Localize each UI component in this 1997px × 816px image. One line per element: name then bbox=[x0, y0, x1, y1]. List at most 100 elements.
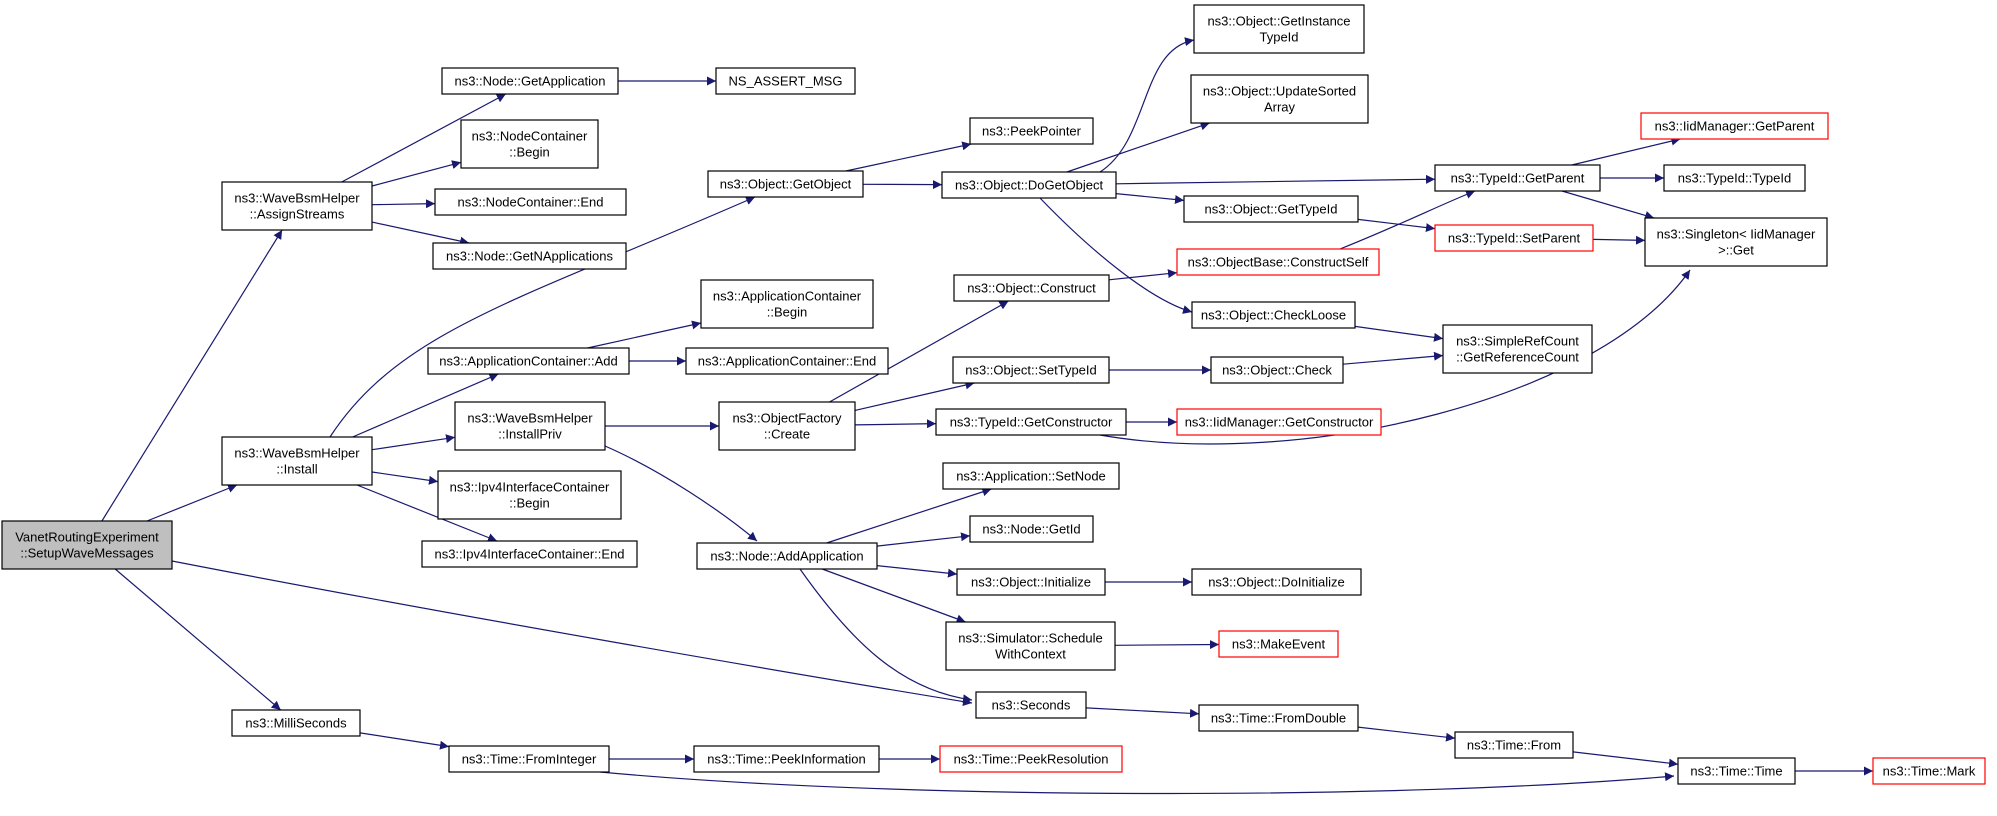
graph-node-objGetObject[interactable]: ns3::Object::GetObject bbox=[707, 170, 864, 198]
node-label: ns3::Time::Mark bbox=[1883, 764, 1976, 779]
edge-objFactCreate-to-objSetTypeId bbox=[854, 380, 975, 411]
node-label: ns3::TypeId::GetParent bbox=[1451, 171, 1585, 186]
graph-node-nodeGetId[interactable]: ns3::Node::GetId bbox=[969, 515, 1094, 543]
graph-node-milli[interactable]: ns3::MilliSeconds bbox=[231, 709, 361, 737]
node-box bbox=[1218, 630, 1339, 658]
graph-node-ncBegin[interactable]: ns3::NodeContainer::Begin bbox=[460, 119, 599, 169]
graph-node-objDoInitialize[interactable]: ns3::Object::DoInitialize bbox=[1191, 568, 1362, 596]
edge-objConstruct-to-objBaseConstructSelf bbox=[1108, 269, 1178, 281]
edge-objCheck-to-simpleRefCount bbox=[1342, 351, 1444, 365]
graph-node-typeIdGetCons[interactable]: ns3::TypeId::GetConstructor bbox=[935, 408, 1127, 436]
node-label: Array bbox=[1264, 100, 1296, 115]
node-label: ns3::Application::SetNode bbox=[956, 469, 1106, 484]
edge-install-to-installPriv bbox=[371, 434, 456, 451]
node-label: ns3::Time::PeekInformation bbox=[707, 752, 865, 767]
graph-node-ncEnd[interactable]: ns3::NodeContainer::End bbox=[434, 188, 627, 216]
node-label: ns3::Object::SetTypeId bbox=[965, 363, 1097, 378]
node-label: ns3::Node::GetNApplications bbox=[446, 249, 613, 264]
graph-node-assignStreams[interactable]: ns3::WaveBsmHelper::AssignStreams bbox=[221, 181, 373, 231]
node-label: ns3::Object::DoGetObject bbox=[955, 178, 1104, 193]
graph-node-makeEvent[interactable]: ns3::MakeEvent bbox=[1218, 630, 1339, 658]
graph-node-ipv4End[interactable]: ns3::Ipv4InterfaceContainer::End bbox=[421, 540, 638, 568]
graph-node-typeIdSetParent[interactable]: ns3::TypeId::SetParent bbox=[1434, 224, 1594, 252]
edge-objGetObject-to-peekPointer bbox=[845, 141, 972, 172]
node-box bbox=[715, 67, 856, 95]
graph-node-objSetTypeId[interactable]: ns3::Object::SetTypeId bbox=[952, 356, 1110, 384]
graph-node-appContBegin[interactable]: ns3::ApplicationContainer::Begin bbox=[700, 279, 874, 329]
graph-node-timeTime[interactable]: ns3::Time::Time bbox=[1677, 757, 1796, 785]
graph-node-objBaseConstructSelf[interactable]: ns3::ObjectBase::ConstructSelf bbox=[1176, 248, 1380, 276]
node-box bbox=[432, 242, 627, 270]
graph-node-ipv4Begin[interactable]: ns3::Ipv4InterfaceContainer::Begin bbox=[437, 470, 622, 520]
node-label: ns3::Time::FromInteger bbox=[462, 752, 597, 767]
graph-node-nodeGetNApps[interactable]: ns3::Node::GetNApplications bbox=[432, 242, 627, 270]
node-box bbox=[1183, 195, 1359, 223]
graph-node-iidGetParent[interactable]: ns3::IidManager::GetParent bbox=[1640, 112, 1829, 140]
node-box bbox=[460, 119, 599, 169]
node-box bbox=[1191, 568, 1362, 596]
node-label: ::Begin bbox=[509, 145, 549, 160]
graph-node-timeFrom[interactable]: ns3::Time::From bbox=[1454, 731, 1574, 759]
node-label: ns3::Time::FromDouble bbox=[1211, 711, 1346, 726]
graph-node-doGetObject[interactable]: ns3::Object::DoGetObject bbox=[941, 171, 1117, 199]
graph-node-typeIdGetParent[interactable]: ns3::TypeId::GetParent bbox=[1434, 164, 1601, 192]
graph-node-timeFromDouble[interactable]: ns3::Time::FromDouble bbox=[1198, 704, 1359, 732]
graph-node-objFactCreate[interactable]: ns3::ObjectFactory::Create bbox=[718, 401, 856, 451]
node-box bbox=[1644, 217, 1828, 267]
edge-installPriv-to-nodeAddApp bbox=[604, 445, 758, 542]
node-box bbox=[1677, 757, 1796, 785]
node-label: ns3::Node::GetApplication bbox=[454, 74, 605, 89]
node-label: ::InstallPriv bbox=[498, 427, 562, 442]
node-box bbox=[1434, 224, 1594, 252]
node-box bbox=[953, 274, 1110, 302]
graph-node-installPriv[interactable]: ns3::WaveBsmHelper::InstallPriv bbox=[454, 401, 606, 451]
node-label: ns3::Object::Construct bbox=[967, 281, 1096, 296]
node-box bbox=[969, 515, 1094, 543]
graph-node-appAdd[interactable]: ns3::ApplicationContainer::Add bbox=[427, 347, 630, 375]
graph-node-objCheck[interactable]: ns3::Object::Check bbox=[1210, 356, 1344, 384]
graph-node-simpleRefCount[interactable]: ns3::SimpleRefCount::GetReferenceCount bbox=[1442, 324, 1593, 374]
edge-assignStreams-to-nodeGetApp bbox=[341, 93, 507, 183]
node-box bbox=[1, 520, 173, 570]
node-box bbox=[1442, 324, 1593, 374]
graph-node-singletonGet[interactable]: ns3::Singleton< IidManager >::Get bbox=[1644, 217, 1828, 267]
graph-node-timePeekRes[interactable]: ns3::Time::PeekResolution bbox=[939, 745, 1123, 773]
graph-node-objInitialize[interactable]: ns3::Object::Initialize bbox=[956, 568, 1106, 596]
node-box bbox=[945, 621, 1116, 671]
edge-typeIdGetCons-to-singletonGet bbox=[1099, 269, 1691, 445]
node-label: ::Install bbox=[276, 462, 317, 477]
graph-node-nodeGetApp[interactable]: ns3::Node::GetApplication bbox=[441, 67, 619, 95]
graph-node-timeFromInteger[interactable]: ns3::Time::FromInteger bbox=[448, 745, 610, 773]
edge-timeFrom-to-timeTime bbox=[1572, 751, 1679, 768]
node-label: ns3::Time::PeekResolution bbox=[954, 752, 1109, 767]
graph-node-iidGetCons[interactable]: ns3::IidManager::GetConstructor bbox=[1176, 408, 1382, 436]
graph-node-objCheckLoose[interactable]: ns3::Object::CheckLoose bbox=[1191, 301, 1356, 329]
graph-node-objGetTypeId[interactable]: ns3::Object::GetTypeId bbox=[1183, 195, 1359, 223]
node-box bbox=[1210, 356, 1344, 384]
node-label: ::Begin bbox=[509, 496, 549, 511]
edge-doGetObject-to-objCheckLoose bbox=[1039, 197, 1193, 314]
graph-node-objConstruct[interactable]: ns3::Object::Construct bbox=[953, 274, 1110, 302]
graph-node-nodeAddApp[interactable]: ns3::Node::AddApplication bbox=[696, 542, 878, 570]
graph-node-seconds[interactable]: ns3::Seconds bbox=[975, 691, 1087, 719]
node-box bbox=[969, 117, 1094, 145]
graph-node-appContEnd[interactable]: ns3::ApplicationContainer::End bbox=[685, 347, 889, 375]
edge-doGetObject-to-objGetInstTid bbox=[1099, 37, 1195, 173]
graph-node-nsAssert[interactable]: NS_ASSERT_MSG bbox=[715, 67, 856, 95]
node-box bbox=[454, 401, 606, 451]
node-label: ns3::Ipv4InterfaceContainer::End bbox=[434, 547, 624, 562]
node-box bbox=[685, 347, 889, 375]
graph-node-typeIdTypeId[interactable]: ns3::TypeId::TypeId bbox=[1663, 164, 1806, 192]
node-label: ns3::NodeContainer bbox=[472, 129, 588, 144]
graph-node-peekPointer[interactable]: ns3::PeekPointer bbox=[969, 117, 1094, 145]
graph-node-root[interactable]: VanetRoutingExperiment::SetupWaveMessage… bbox=[1, 520, 173, 570]
graph-node-timePeekInfo[interactable]: ns3::Time::PeekInformation bbox=[693, 745, 880, 773]
node-box bbox=[707, 170, 864, 198]
graph-node-timeMark[interactable]: ns3::Time::Mark bbox=[1872, 757, 1986, 785]
graph-node-appSetNode[interactable]: ns3::Application::SetNode bbox=[942, 462, 1120, 490]
graph-node-install[interactable]: ns3::WaveBsmHelper::Install bbox=[221, 436, 373, 486]
